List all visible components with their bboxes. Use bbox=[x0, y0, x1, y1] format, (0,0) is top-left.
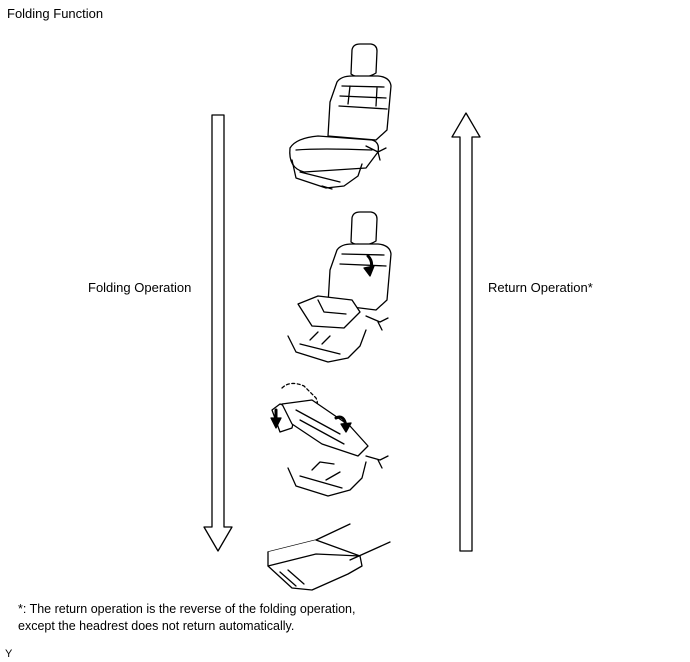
footnote: *: The return operation is the reverse o… bbox=[18, 601, 355, 635]
folding-operation-label: Folding Operation bbox=[88, 280, 192, 295]
seatback-folding-icon bbox=[270, 382, 389, 497]
return-up-arrow-icon bbox=[451, 112, 481, 552]
seat-cushion-tilting-icon bbox=[287, 211, 392, 363]
footnote-line-1: *: The return operation is the reverse o… bbox=[18, 602, 356, 616]
folding-down-arrow-icon bbox=[203, 114, 233, 552]
return-operation-label: Return Operation* bbox=[488, 280, 593, 295]
footnote-line-2: except the headrest does not return auto… bbox=[18, 619, 295, 633]
seat-folded-flat-icon bbox=[267, 523, 391, 591]
illustration-code: Y bbox=[5, 648, 13, 660]
page-title: Folding Function bbox=[7, 6, 104, 21]
seat-upright-icon bbox=[289, 43, 392, 190]
